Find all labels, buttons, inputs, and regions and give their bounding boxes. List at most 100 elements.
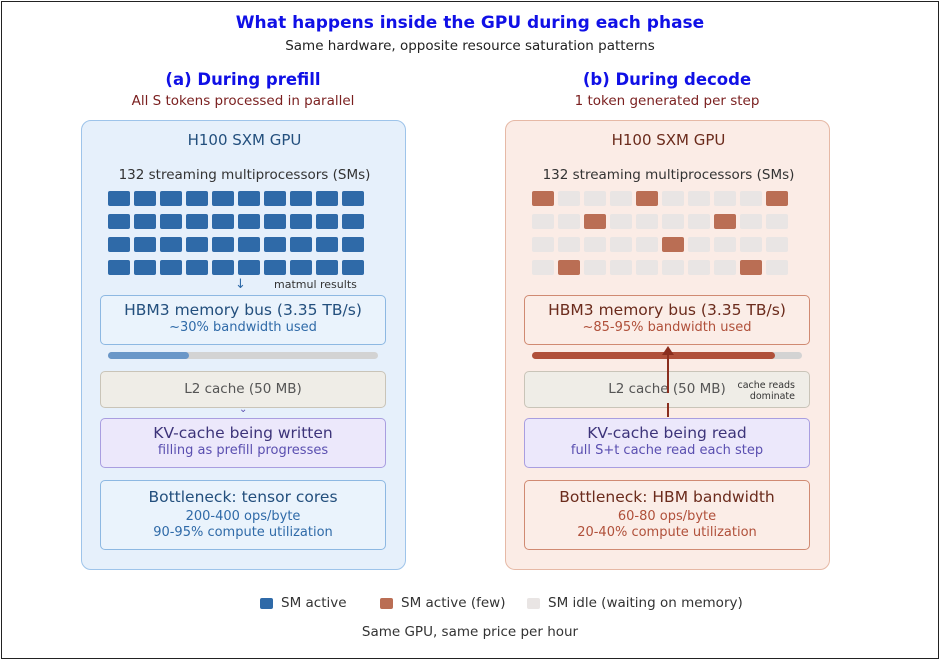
- decode-arrow-head: [662, 346, 674, 355]
- decode-hbm-box: HBM3 memory bus (3.35 TB/s) ~85-95% band…: [524, 295, 810, 345]
- decode-sm-cell-idle: [688, 237, 710, 252]
- decode-sm-cell-active: [584, 214, 606, 229]
- figure-subtitle: Same hardware, opposite resource saturat…: [285, 38, 655, 54]
- decode-sm-grid: [532, 191, 788, 275]
- decode-kv-sub: full S+t cache read each step: [570, 443, 764, 458]
- decode-sm-cell-idle: [688, 214, 710, 229]
- decode-bottleneck-line2: 20-40% compute utilization: [577, 525, 757, 540]
- prefill-heading: (a) During prefill: [165, 70, 321, 89]
- decode-sm-cell-idle: [610, 260, 632, 275]
- legend-swatch-few: [380, 598, 393, 609]
- decode-cache-note-line2: dominate: [749, 391, 795, 402]
- prefill-sm-cell: [212, 191, 234, 206]
- decode-sm-cell-active: [662, 237, 684, 252]
- decode-sm-cell-idle: [558, 237, 580, 252]
- prefill-subheading: All S tokens processed in parallel: [131, 93, 355, 109]
- decode-hbm-title: HBM3 memory bus (3.35 TB/s): [548, 301, 786, 319]
- prefill-sm-cell: [108, 214, 130, 229]
- prefill-sm-cell: [316, 214, 338, 229]
- decode-sm-cell-idle: [610, 214, 632, 229]
- prefill-sm-cell: [160, 237, 182, 252]
- prefill-sm-cell: [290, 191, 312, 206]
- prefill-sm-cell: [342, 260, 364, 275]
- decode-sm-cell-idle: [532, 237, 554, 252]
- decode-sm-cell-active: [636, 191, 658, 206]
- prefill-sm-cell: [264, 191, 286, 206]
- prefill-sm-cell: [290, 237, 312, 252]
- prefill-sm-grid: [108, 191, 364, 275]
- decode-cache-note-line1: cache reads: [737, 380, 796, 391]
- prefill-sm-cell: [108, 237, 130, 252]
- decode-sm-cell-idle: [532, 214, 554, 229]
- decode-kv-title: KV-cache being read: [587, 424, 747, 442]
- prefill-l2-box: L2 cache (50 MB): [100, 371, 386, 408]
- decode-sm-cell-active: [532, 191, 554, 206]
- prefill-gpu-name: H100 SXM GPU: [187, 131, 302, 149]
- prefill-sm-cell: [108, 260, 130, 275]
- prefill-sm-cell: [264, 237, 286, 252]
- decode-sm-cell-active: [714, 214, 736, 229]
- prefill-sm-cell: [290, 214, 312, 229]
- prefill-down-arrow-icon: ↓: [235, 277, 246, 292]
- prefill-sm-cell: [134, 260, 156, 275]
- decode-sm-cell-active: [558, 260, 580, 275]
- prefill-sm-cell: [238, 214, 260, 229]
- figure-title: What happens inside the GPU during each …: [235, 13, 705, 33]
- decode-sm-label: 132 streaming multiprocessors (SMs): [542, 167, 795, 183]
- prefill-matmul-note: matmul results: [274, 278, 357, 291]
- prefill-sm-cell: [342, 214, 364, 229]
- prefill-bottleneck-box: Bottleneck: tensor cores 200-400 ops/byt…: [100, 480, 386, 550]
- decode-sm-cell-idle: [662, 260, 684, 275]
- prefill-sm-cell: [342, 191, 364, 206]
- prefill-bandwidth-fill: [108, 352, 189, 359]
- legend-label-few: SM active (few): [401, 595, 506, 611]
- decode-bottleneck-title: Bottleneck: HBM bandwidth: [559, 488, 775, 506]
- prefill-sm-cell: [134, 214, 156, 229]
- prefill-bottleneck-title: Bottleneck: tensor cores: [148, 488, 338, 506]
- prefill-sm-cell: [160, 260, 182, 275]
- prefill-sm-cell: [186, 214, 208, 229]
- decode-sm-cell-idle: [740, 214, 762, 229]
- prefill-bottleneck-line2: 90-95% compute utilization: [153, 525, 333, 540]
- decode-gpu-panel: H100 SXM GPU 132 streaming multiprocesso…: [505, 120, 830, 570]
- decode-bottleneck-line1: 60-80 ops/byte: [617, 509, 717, 524]
- decode-sm-cell-idle: [662, 214, 684, 229]
- prefill-sm-cell: [108, 191, 130, 206]
- legend-swatch-idle: [527, 598, 540, 609]
- decode-sm-cell-idle: [766, 237, 788, 252]
- prefill-sm-cell: [212, 260, 234, 275]
- prefill-sm-cell: [160, 214, 182, 229]
- legend-swatch-active: [260, 598, 273, 609]
- prefill-l2-label: L2 cache (50 MB): [184, 381, 302, 397]
- decode-sm-cell-idle: [714, 260, 736, 275]
- decode-sm-cell-idle: [584, 260, 606, 275]
- decode-cache-note: cache reads dominate: [738, 380, 796, 402]
- decode-sm-cell-idle: [766, 214, 788, 229]
- decode-kv-box: KV-cache being read full S+t cache read …: [524, 418, 810, 468]
- decode-sm-cell-idle: [662, 191, 684, 206]
- decode-sm-cell-idle: [766, 260, 788, 275]
- prefill-sm-cell: [238, 191, 260, 206]
- decode-sm-cell-idle: [714, 237, 736, 252]
- prefill-kv-box: KV-cache being written filling as prefil…: [100, 418, 386, 468]
- decode-sm-cell-idle: [558, 214, 580, 229]
- decode-hbm-sub: ~85-95% bandwidth used: [582, 320, 752, 335]
- decode-sm-cell-idle: [636, 214, 658, 229]
- prefill-kv-title: KV-cache being written: [153, 424, 333, 442]
- decode-sm-cell-idle: [610, 191, 632, 206]
- prefill-gpu-panel: H100 SXM GPU 132 streaming multiprocesso…: [81, 120, 406, 570]
- decode-sm-cell-idle: [688, 260, 710, 275]
- prefill-sm-cell: [160, 191, 182, 206]
- prefill-sm-cell: [290, 260, 312, 275]
- prefill-chevron-down-icon: ⌄: [239, 404, 248, 415]
- prefill-bottleneck-line1: 200-400 ops/byte: [185, 509, 301, 524]
- decode-read-arrow-icon: [662, 346, 674, 417]
- prefill-sm-cell: [316, 191, 338, 206]
- prefill-sm-cell: [264, 260, 286, 275]
- decode-sm-cell-idle: [558, 191, 580, 206]
- decode-sm-cell-active: [766, 191, 788, 206]
- prefill-sm-cell: [342, 237, 364, 252]
- legend-label-idle: SM idle (waiting on memory): [548, 595, 743, 611]
- decode-gpu-name: H100 SXM GPU: [611, 131, 726, 149]
- prefill-hbm-title: HBM3 memory bus (3.35 TB/s): [124, 301, 362, 319]
